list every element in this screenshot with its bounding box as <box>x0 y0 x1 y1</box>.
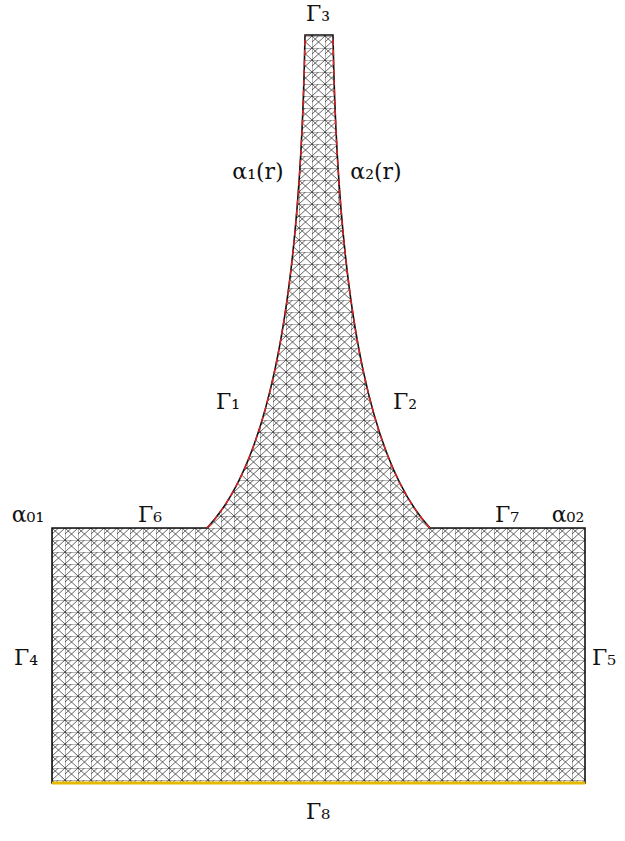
boundary-label: α₁(r) <box>232 160 283 184</box>
gamma2-boundary <box>333 35 430 528</box>
boundary-label: Γ₈ <box>306 800 330 824</box>
domain-outline <box>52 35 585 783</box>
gamma8-boundary <box>52 782 585 785</box>
boundary-label: Γ₆ <box>138 503 162 527</box>
boundary-label: Γ₇ <box>495 503 519 527</box>
boundary-label: Γ₁ <box>216 390 240 414</box>
boundary-label: α₀₁ <box>12 503 45 527</box>
gamma1-boundary <box>207 35 305 528</box>
boundary-label: Γ₅ <box>592 646 616 670</box>
boundary-label: Γ₄ <box>14 646 38 670</box>
boundary-label: Γ₂ <box>393 390 417 414</box>
boundary-label: α₀₂ <box>552 503 585 527</box>
boundary-label: α₂(r) <box>350 160 401 184</box>
boundary-label: Γ₃ <box>306 2 330 26</box>
